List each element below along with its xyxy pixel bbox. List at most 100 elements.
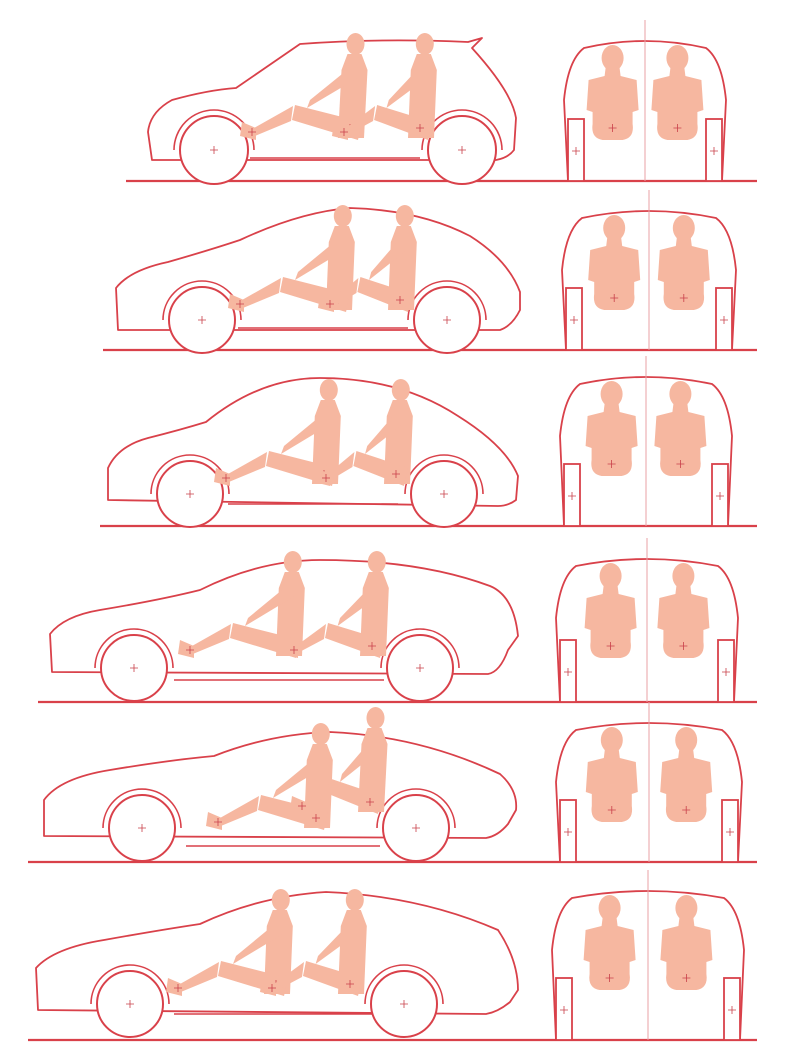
wheel-center-marker bbox=[726, 828, 734, 836]
hip-point-marker bbox=[312, 814, 320, 822]
occupant-thigh bbox=[230, 623, 300, 658]
front-left-occupant bbox=[583, 895, 636, 990]
occupant-shin bbox=[324, 452, 355, 484]
side-view bbox=[107, 377, 519, 528]
front-right-occupant bbox=[657, 563, 710, 658]
heel-point-marker bbox=[236, 300, 244, 308]
wheel-arch bbox=[94, 628, 174, 669]
heel-point-marker bbox=[248, 128, 256, 136]
diagram-row-6 bbox=[28, 870, 757, 1042]
front-view bbox=[551, 870, 745, 1041]
occupant-shin bbox=[224, 452, 267, 484]
wheel-arch bbox=[102, 788, 182, 829]
wheel-center-marker bbox=[728, 1006, 736, 1014]
hip-point-marker bbox=[679, 642, 688, 650]
wheel-center-marker bbox=[443, 316, 451, 324]
front-view bbox=[555, 538, 739, 703]
diagram-row-4 bbox=[38, 538, 757, 704]
occupant-shin bbox=[176, 962, 219, 994]
wheel-center-marker bbox=[710, 147, 718, 155]
occupant-shin bbox=[270, 962, 304, 994]
occupant-head bbox=[311, 723, 330, 745]
front-left-occupant bbox=[585, 727, 638, 822]
front-occupant bbox=[214, 379, 341, 486]
occupant-head bbox=[598, 895, 621, 921]
occupant-head bbox=[672, 563, 695, 589]
hip-point-marker bbox=[606, 642, 615, 650]
front-view bbox=[563, 20, 727, 182]
heel-point-marker bbox=[290, 646, 298, 654]
rear-occupant bbox=[290, 707, 388, 814]
hip-point-marker bbox=[416, 124, 424, 132]
hip-point-marker bbox=[392, 470, 400, 478]
hip-point-marker bbox=[605, 974, 614, 982]
occupant-head bbox=[367, 551, 386, 573]
rear-occupant bbox=[260, 889, 367, 996]
hip-point-marker bbox=[682, 806, 691, 814]
wheel-center-marker bbox=[412, 824, 420, 832]
wheel-center-marker bbox=[568, 492, 576, 500]
hip-point-marker bbox=[607, 806, 616, 814]
wheel-center-marker bbox=[572, 147, 580, 155]
front-occupant bbox=[178, 551, 305, 658]
occupant-body bbox=[651, 68, 704, 140]
rear-occupant bbox=[314, 379, 413, 486]
diagram-row-1 bbox=[126, 20, 757, 185]
occupant-arm bbox=[307, 68, 358, 108]
body-outline bbox=[35, 891, 519, 1015]
occupant-thigh bbox=[303, 961, 362, 996]
occupant-foot bbox=[178, 640, 194, 658]
wheel-center-marker bbox=[440, 490, 448, 498]
occupant-shin bbox=[328, 278, 359, 310]
rear-occupant bbox=[332, 33, 437, 140]
heel-point-marker bbox=[326, 300, 334, 308]
heel-point-marker bbox=[322, 474, 330, 482]
occupant-head bbox=[601, 45, 624, 71]
hip-point-marker bbox=[368, 642, 376, 650]
wheel-center-marker bbox=[564, 668, 572, 676]
body-outline bbox=[115, 207, 521, 331]
wheel-center-marker bbox=[560, 1006, 568, 1014]
occupant-head bbox=[333, 205, 352, 227]
front-view bbox=[561, 190, 737, 351]
heel-point-marker bbox=[174, 984, 182, 992]
side-view bbox=[49, 551, 519, 702]
occupant-shin bbox=[188, 624, 231, 656]
hip-point-marker bbox=[610, 294, 619, 302]
occupant-arm bbox=[386, 68, 427, 108]
occupant-thigh bbox=[353, 451, 408, 486]
occupant-head bbox=[415, 33, 434, 55]
occupant-thigh bbox=[374, 105, 432, 140]
wheel-center-marker bbox=[198, 316, 206, 324]
hip-point-marker bbox=[682, 974, 691, 982]
occupant-head bbox=[600, 727, 623, 753]
occupant-arm bbox=[369, 240, 407, 280]
occupant-body bbox=[654, 404, 707, 476]
occupant-head bbox=[271, 889, 290, 911]
occupant-thigh bbox=[258, 795, 328, 830]
occupant-thigh bbox=[325, 623, 384, 658]
front-right-occupant bbox=[660, 895, 713, 990]
occupant-head bbox=[600, 381, 623, 407]
occupant-body bbox=[657, 586, 710, 658]
rear-occupant bbox=[282, 551, 389, 658]
wheel-center-marker bbox=[126, 1000, 134, 1008]
occupant-head bbox=[669, 381, 692, 407]
heel-point-marker bbox=[298, 802, 306, 810]
occupant-arm bbox=[295, 240, 345, 280]
side-view bbox=[35, 889, 519, 1038]
wheel-center-marker bbox=[210, 146, 218, 154]
wheel-center-marker bbox=[720, 316, 728, 324]
wheel-center-marker bbox=[564, 828, 572, 836]
side-view bbox=[147, 33, 517, 185]
occupant-arm bbox=[365, 414, 403, 454]
occupant-arm bbox=[273, 758, 323, 798]
front-left-occupant bbox=[588, 215, 641, 310]
front-occupant bbox=[166, 889, 293, 996]
diagram-row-3 bbox=[100, 356, 757, 528]
occupant-shin bbox=[300, 780, 330, 812]
occupant-head bbox=[345, 889, 364, 911]
side-view bbox=[43, 707, 518, 862]
occupant-body bbox=[585, 404, 638, 476]
occupant-body bbox=[584, 586, 637, 658]
